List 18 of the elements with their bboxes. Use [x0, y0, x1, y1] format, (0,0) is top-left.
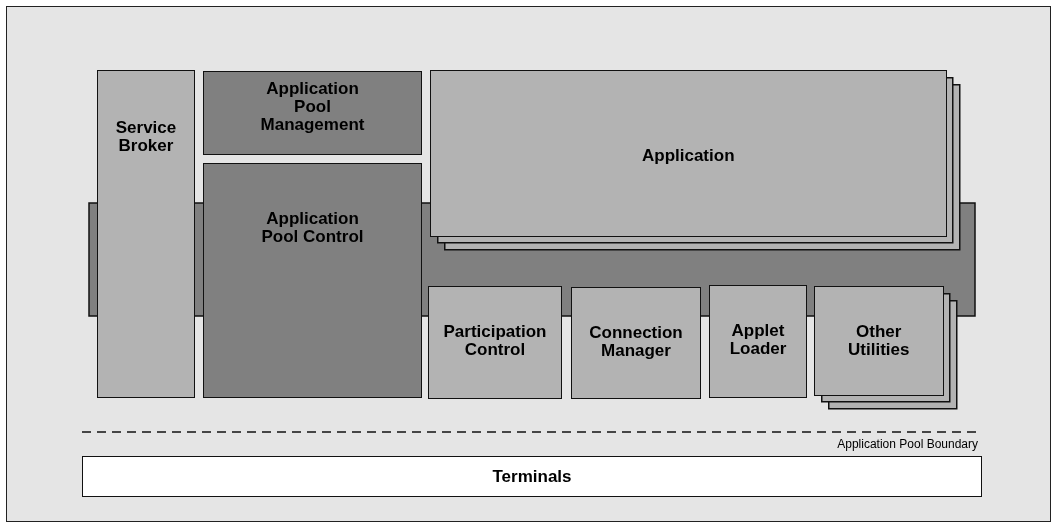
- component-label: Terminals: [492, 468, 572, 486]
- component-box: [97, 70, 195, 398]
- component-box: [203, 163, 422, 398]
- component-box: [428, 286, 562, 399]
- component-label: Connection Manager: [588, 324, 684, 360]
- component-label: Application Pool Control: [260, 210, 365, 246]
- component-label: Applet Loader: [728, 322, 788, 358]
- component-label: Other Utilities: [847, 323, 911, 359]
- component-box: [709, 285, 807, 398]
- component-label: Service Broker: [114, 119, 178, 155]
- terminals-bar: [82, 456, 982, 497]
- component-label: Participation Control: [442, 323, 548, 359]
- component-label: Application: [641, 147, 735, 165]
- component-box: [814, 286, 944, 396]
- component-box: [203, 71, 422, 155]
- component-box: [571, 287, 701, 399]
- component-label: Application Pool Management: [259, 80, 366, 134]
- component-box: [430, 70, 947, 237]
